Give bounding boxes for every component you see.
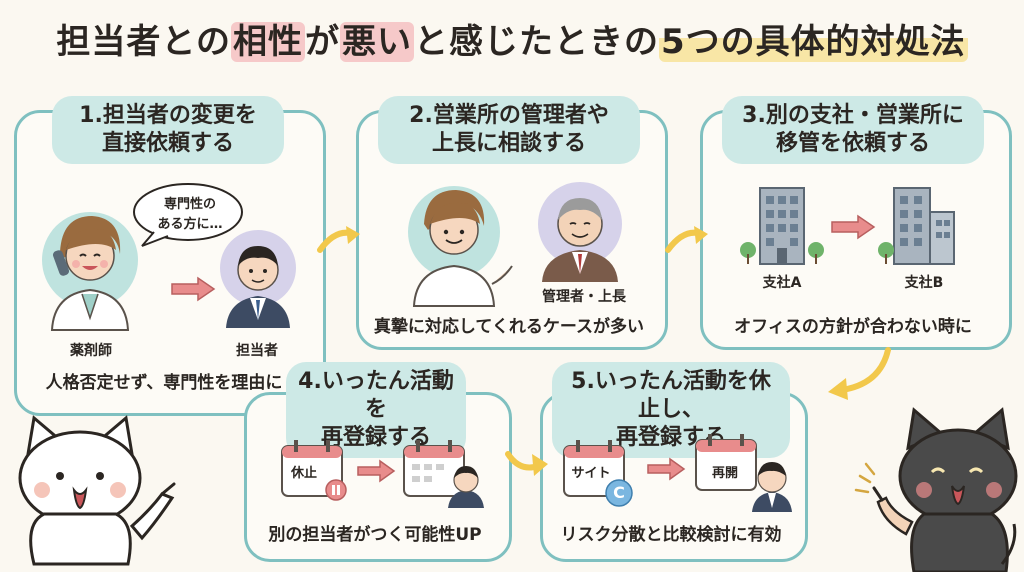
pharmacist-avatar [42, 212, 138, 331]
black-cat-illustration [854, 407, 1018, 572]
rep-label: 担当者 [236, 343, 278, 359]
step-2-caption: 真摯に対応してくれるケースが多い [373, 317, 645, 337]
resume-label: 再開 [711, 466, 738, 481]
site-label: サイト [571, 466, 611, 481]
step-2-title-line-2: 上長に相談する [431, 131, 586, 156]
speech-bubble [133, 183, 243, 247]
branch-b-building-icon [878, 187, 955, 265]
step-3-title: 3.別の支社・営業所に 移管を依頼する [722, 96, 984, 164]
pharmacist-avatar-2 [408, 186, 513, 307]
site-calendar-icon [563, 440, 625, 497]
branch-a-label: 支社A [762, 275, 802, 291]
title-highlight-bad: 悪い [340, 22, 414, 62]
step-5-caption: リスク分散と比較検討に有効 [560, 525, 782, 545]
step-4-title-line-1: 4.いったん活動を [298, 369, 454, 422]
arrow-pink-icon-3 [357, 459, 396, 483]
arrow-pink-icon-2 [831, 214, 876, 240]
step-4-caption: 別の担当者がつく可能性UP [268, 525, 482, 545]
site-badge-letter: C [613, 483, 625, 502]
rep-avatar [220, 230, 296, 328]
step-1-caption: 人格否定せず、専門性を理由に [45, 373, 283, 393]
step-1-title-line-1: 1.担当者の変更を [79, 103, 257, 128]
flow-arrow-4-to-5 [505, 451, 548, 476]
page-title: 担当者との相性が悪いと感じたときの5つの具体的対処法 [0, 14, 1024, 63]
paused-label: 休止 [290, 466, 317, 481]
flow-arrow-3-to-5 [828, 347, 891, 400]
step-5-title-line-1: 5.いったん活動を休止し、 [571, 369, 771, 422]
site-badge-icon [605, 479, 633, 507]
manager-avatar [538, 182, 622, 282]
pharmacist-label: 薬剤師 [70, 343, 112, 359]
step-3-caption: オフィスの方針が合わない時に [734, 317, 972, 337]
resume-calendar-icon [695, 434, 792, 512]
branch-a-building-icon [740, 187, 824, 265]
title-part-3: が [305, 22, 340, 62]
paused-calendar-icon [281, 440, 347, 501]
step-1-title-line-2: 直接依頼する [101, 131, 234, 156]
title-highlight-five-methods: 5つの具体的対処法 [659, 22, 968, 62]
calendar-with-rep-icon [403, 440, 484, 508]
title-part-1: 担当者との [56, 22, 231, 62]
arrow-pink-icon-4 [647, 457, 686, 481]
title-highlight-compatibility: 相性 [231, 22, 305, 62]
flow-arrow-2-to-3 [665, 226, 708, 253]
speech-bubble-line-2: ある方に… [157, 217, 223, 232]
step-4-title: 4.いったん活動を 再登録する [286, 362, 466, 458]
white-cat-illustration [18, 415, 176, 566]
title-part-5: と感じたときの [414, 22, 659, 62]
speech-bubble-line-1: 専門性の [163, 197, 216, 212]
branch-b-label: 支社B [904, 275, 944, 291]
step-3-title-line-1: 3.別の支社・営業所に [742, 103, 964, 128]
step-3-title-line-2: 移管を依頼する [775, 131, 930, 156]
arrow-pink-icon [171, 276, 216, 302]
step-2-title: 2.営業所の管理者や 上長に相談する [378, 96, 640, 164]
step-2-title-line-1: 2.営業所の管理者や [409, 103, 609, 128]
manager-label: 管理者・上長 [542, 289, 626, 305]
step-1-title: 1.担当者の変更を 直接依頼する [52, 96, 284, 164]
flow-arrow-1-to-2 [317, 226, 360, 253]
